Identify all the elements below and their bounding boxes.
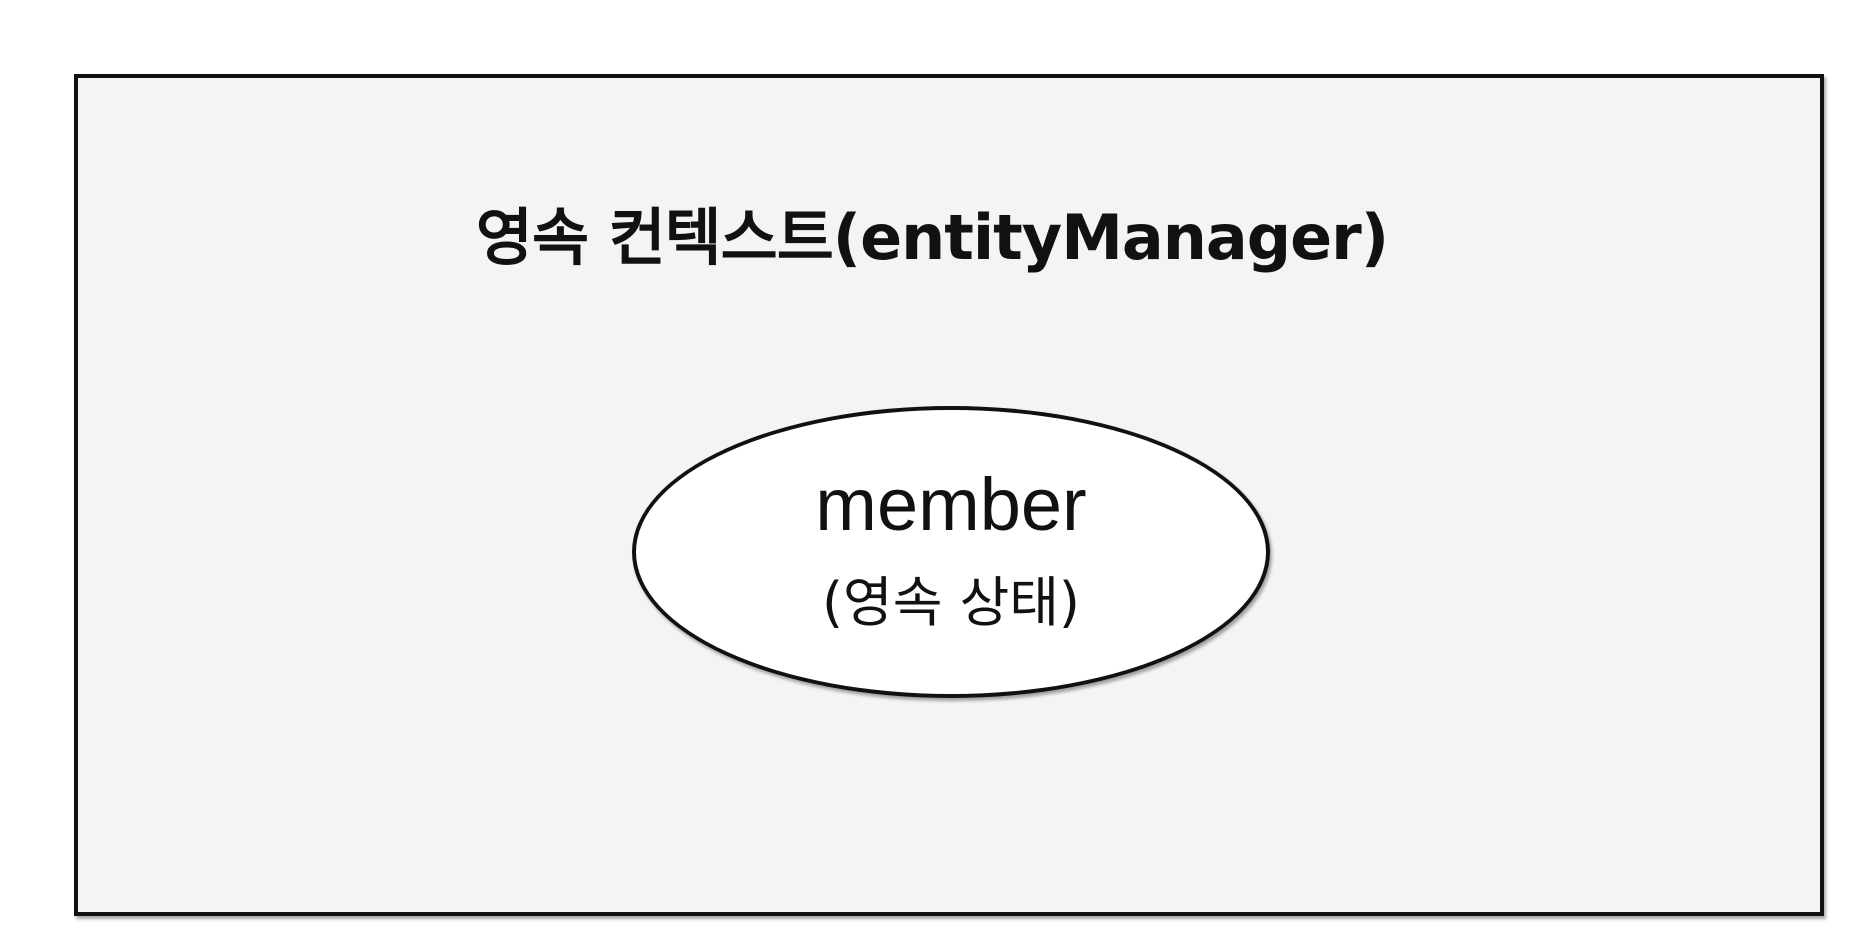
entity-state-label: (영속 상태): [821, 571, 1081, 634]
persistence-context-title: 영속 컨텍스트(entityManager): [475, 201, 1389, 274]
entity-ellipse: [632, 406, 1270, 698]
entity-name-label: member: [815, 463, 1087, 546]
